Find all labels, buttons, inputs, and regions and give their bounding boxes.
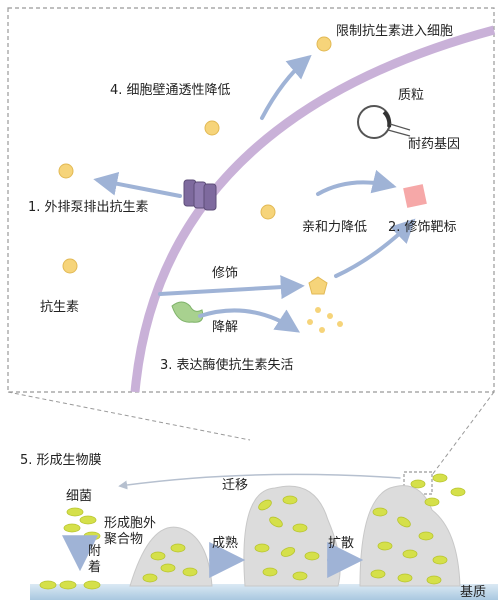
label-spread: 扩散 [328, 536, 355, 551]
label-eps: 形成胞外 聚合物 [104, 516, 157, 547]
bacterium [372, 507, 388, 517]
bacterium [160, 563, 176, 573]
zoom-frame [7, 7, 495, 393]
bacterium [432, 555, 448, 565]
bacteria-cells [39, 473, 466, 590]
bacterium [79, 515, 97, 525]
modified-antibiotic-pentagon [308, 276, 328, 295]
bacterium [258, 499, 272, 511]
arrow-affinity [316, 169, 397, 196]
antibiotic-dot [316, 36, 332, 52]
bacterium [280, 547, 296, 557]
label-restrict-entry: 限制抗生素进入细胞 [336, 24, 454, 39]
arrow-degrade [198, 308, 301, 333]
bacterium [397, 573, 413, 583]
degraded-fragments [307, 307, 343, 333]
bacterium [292, 571, 308, 581]
arrow-modify [158, 275, 305, 300]
bacterium [66, 507, 84, 517]
bacterium [39, 580, 57, 590]
label-migrate: 迁移 [222, 478, 249, 493]
bacterium [262, 567, 278, 577]
bacterium [432, 473, 448, 483]
label-enzyme: 3. 表达酶使抗生素失活 [160, 358, 294, 373]
biofilm-arrows [62, 473, 401, 578]
bacterium [170, 543, 186, 553]
zoom-line-right [431, 391, 495, 476]
bacterium [402, 549, 418, 559]
label-affinity: 亲和力降低 [302, 220, 368, 235]
bacterium [450, 487, 466, 497]
bacterium [83, 580, 101, 590]
bacterium [410, 479, 426, 489]
bacterium [59, 580, 77, 590]
antibiotic-dot [62, 258, 78, 274]
label-permeability: 4. 细胞壁通透性降低 [110, 83, 231, 98]
bacterium [254, 543, 270, 553]
target-square [403, 184, 427, 208]
label-target: 2. 修饰靶标 [388, 220, 457, 235]
label-adhere: 附 着 [88, 544, 102, 575]
arrow-to-target [334, 218, 416, 278]
label-modify: 修饰 [212, 266, 239, 281]
antibiotic-dot [58, 163, 74, 179]
bacterium [282, 495, 298, 505]
bacterium [418, 531, 434, 541]
bacterium [304, 551, 320, 561]
arrow-restrict [260, 54, 312, 120]
label-efflux: 1. 外排泵排出抗生素 [28, 200, 149, 215]
label-resistance-gene: 耐药基因 [408, 137, 461, 152]
antibiotic-dot [260, 204, 276, 220]
bacterium [424, 497, 440, 507]
label-mature: 成熟 [212, 536, 239, 551]
label-biofilm: 5. 形成生物膜 [20, 453, 102, 468]
bacterium [63, 523, 81, 533]
plasmid-icon [357, 105, 411, 139]
substrate-bar [30, 584, 498, 600]
antibiotic-molecules [58, 36, 332, 274]
label-plasmid: 质粒 [398, 88, 425, 103]
bacterium [142, 573, 158, 583]
label-antibiotic: 抗生素 [40, 300, 80, 315]
label-bacteria: 细菌 [66, 489, 93, 504]
cell-membrane [130, 25, 496, 393]
efflux-pump-icon [183, 179, 217, 211]
bacterium [377, 541, 393, 551]
label-substrate: 基质 [460, 585, 487, 600]
bacterium [292, 523, 308, 533]
zoom-line-left [7, 391, 251, 441]
bacterium [397, 516, 411, 528]
label-degrade: 降解 [212, 320, 239, 335]
enzyme-icon [171, 301, 204, 323]
mechanism-arrows [93, 54, 416, 333]
bacterium [182, 567, 198, 577]
bacterium [426, 575, 442, 585]
arrow-migrate [118, 473, 401, 490]
bacterium [83, 531, 101, 541]
bacterium [150, 551, 166, 561]
antibiotic-dot [204, 120, 220, 136]
arrow-efflux [93, 171, 182, 198]
bacterium [370, 569, 386, 579]
bacterium [269, 516, 283, 528]
